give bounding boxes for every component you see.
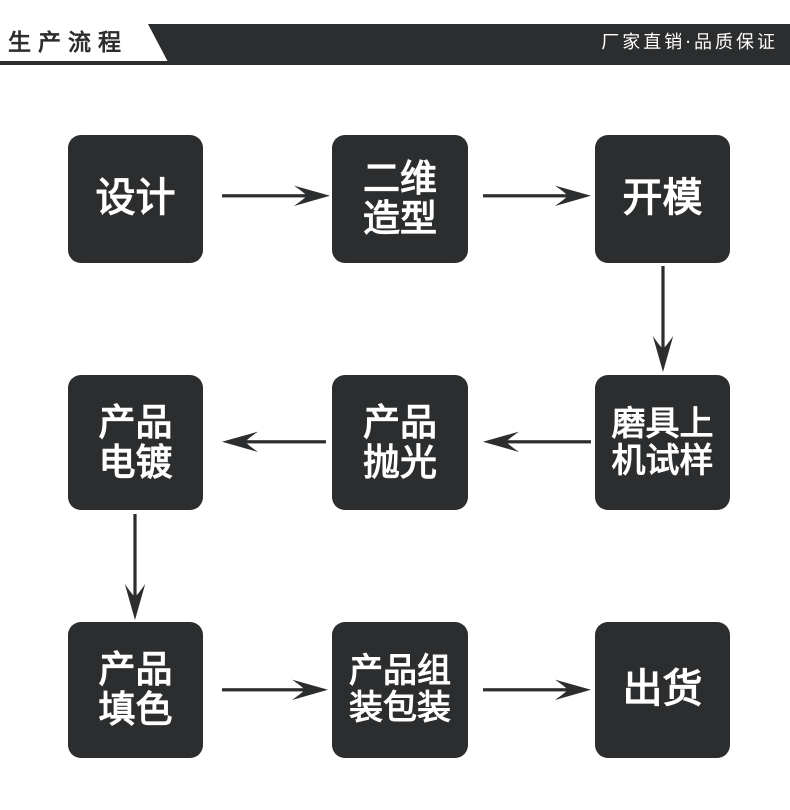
arrow-down-icon [120,514,150,620]
flow-node-label: 磨具上 机试样 [611,403,714,481]
flow-node-label: 开模 [622,175,703,222]
header-banner-shape [148,24,790,62]
arrow-left-icon [222,428,326,456]
flow-node-label: 出货 [622,666,703,713]
flow-node-2d-modeling[interactable]: 二维 造型 [332,135,468,263]
flow-node-mold-opening[interactable]: 开模 [595,135,730,263]
arrow-down-icon [648,266,678,372]
flow-node-label: 设计 [95,175,176,222]
flow-node-label: 产品 填色 [98,648,173,731]
arrow-right-icon [483,676,591,704]
page-header: 生产流程 厂家直销·品质保证 [0,0,790,70]
flow-node-electroplating[interactable]: 产品 电镀 [68,375,203,510]
header-divider [0,61,790,65]
page-title: 生产流程 [8,29,128,56]
flowchart: 设计 二维 造型 开模 磨具上 机试样 产品 抛光 产品 电镀 产品 填色 产品… [0,70,790,810]
flow-node-label: 二维 造型 [363,157,437,240]
flow-node-label: 产品组 装包装 [349,651,451,728]
arrow-left-icon [483,428,591,456]
flow-node-assembly-packaging[interactable]: 产品组 装包装 [332,622,468,758]
flow-node-mold-trial[interactable]: 磨具上 机试样 [595,375,730,510]
flow-node-design[interactable]: 设计 [68,135,203,263]
flow-node-label: 产品 电镀 [98,400,173,484]
flow-node-label: 产品 抛光 [363,400,437,484]
arrow-right-icon [222,182,330,210]
header-tagline: 厂家直销·品质保证 [601,32,778,53]
flow-node-polishing[interactable]: 产品 抛光 [332,375,468,510]
arrow-right-icon [483,182,591,210]
arrow-right-icon [222,676,328,704]
flow-node-shipping[interactable]: 出货 [595,622,730,758]
flow-node-color-filling[interactable]: 产品 填色 [68,622,203,758]
